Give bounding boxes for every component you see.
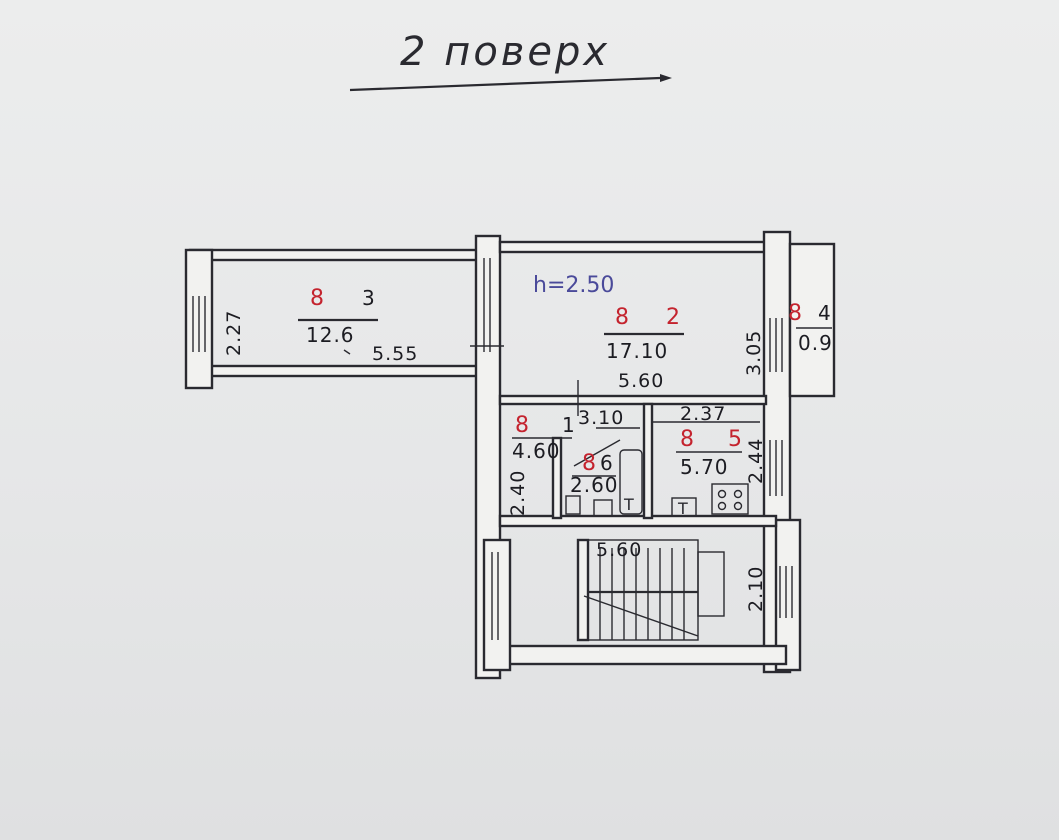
room-3-area: 12.6 <box>306 323 355 347</box>
room-5: 8 5 5.70 2.44 2.37 <box>676 403 767 484</box>
room-2-area: 17.10 <box>606 339 668 363</box>
bathroom-fixtures <box>565 439 643 517</box>
wall-left-room-top <box>188 248 482 262</box>
fixture-label-bath: Т <box>623 495 634 514</box>
room-6: 8 6 2.60 <box>570 451 619 497</box>
wall-left-room-bottom <box>188 364 482 378</box>
room-3-length: 5.55 <box>372 343 418 365</box>
room-3-index: 3 <box>362 286 376 310</box>
heading-arrow <box>660 74 672 82</box>
room-5-length: 2.37 <box>680 403 726 425</box>
room-1-width: 2.40 <box>507 470 529 516</box>
room-3-number: 8 <box>310 286 324 311</box>
washbasin-icon <box>593 499 613 517</box>
room-2-width: 3.05 <box>743 330 765 376</box>
windows <box>192 258 793 640</box>
wall-balcony <box>788 242 836 398</box>
room-1: 8 1 4.60 2.40 3.10 <box>507 407 624 516</box>
stove-icon <box>711 483 749 515</box>
room-4-number: 8 <box>788 301 802 326</box>
room-1-number: 8 <box>515 413 529 438</box>
stair-length: 5.60 <box>596 539 642 561</box>
ceiling-height: h=2.50 <box>533 273 614 298</box>
sink-icon <box>671 497 697 517</box>
room-2-length: 5.60 <box>618 370 664 392</box>
wall-living-top <box>498 240 768 254</box>
kitchen-fixtures <box>671 483 749 517</box>
room-1-area: 4.60 <box>512 439 561 463</box>
dimension-ticks <box>343 345 760 429</box>
room-2-number: 8 <box>615 305 629 330</box>
walls <box>184 230 836 680</box>
wall-left-room-end <box>184 248 214 390</box>
room-6-number: 8 <box>582 451 596 476</box>
room-5-number: 8 <box>680 427 694 452</box>
wall-stair-inner <box>576 538 590 642</box>
staircase <box>583 539 725 641</box>
room-6-area: 2.60 <box>570 473 619 497</box>
room-5-area: 5.70 <box>680 455 729 479</box>
floor-heading: 2 поверх <box>400 29 610 75</box>
room-4-area: 0.9 <box>798 331 833 355</box>
wall-kitchen-bottom <box>498 514 778 528</box>
room-6-index: 6 <box>600 451 614 475</box>
room-3: 8 3 12.6 2.27 5.55 <box>223 286 418 365</box>
room-3-width: 2.27 <box>223 310 245 356</box>
stair-width: 2.10 <box>745 566 767 612</box>
room-2-index: 2 <box>666 305 680 330</box>
wall-stair-bottom <box>484 644 788 666</box>
wall-living-bottom <box>498 394 768 406</box>
room-1-length: 3.10 <box>578 407 624 429</box>
room-2: 8 2 17.10 3.05 5.60 <box>604 305 765 392</box>
room-5-width: 2.44 <box>745 438 767 484</box>
room-4-index: 4 <box>818 301 832 325</box>
room-4: 8 4 0.9 <box>788 301 833 355</box>
wall-bath-right <box>642 402 654 520</box>
room-5-index: 5 <box>728 427 742 452</box>
heading-underline <box>349 76 661 92</box>
bathtub-icon <box>619 449 643 515</box>
fixture-label-kitchen: Т <box>677 499 688 518</box>
room-1-index: 1 <box>562 413 576 437</box>
wall-stair-left <box>482 538 512 672</box>
toilet-icon <box>565 495 581 515</box>
